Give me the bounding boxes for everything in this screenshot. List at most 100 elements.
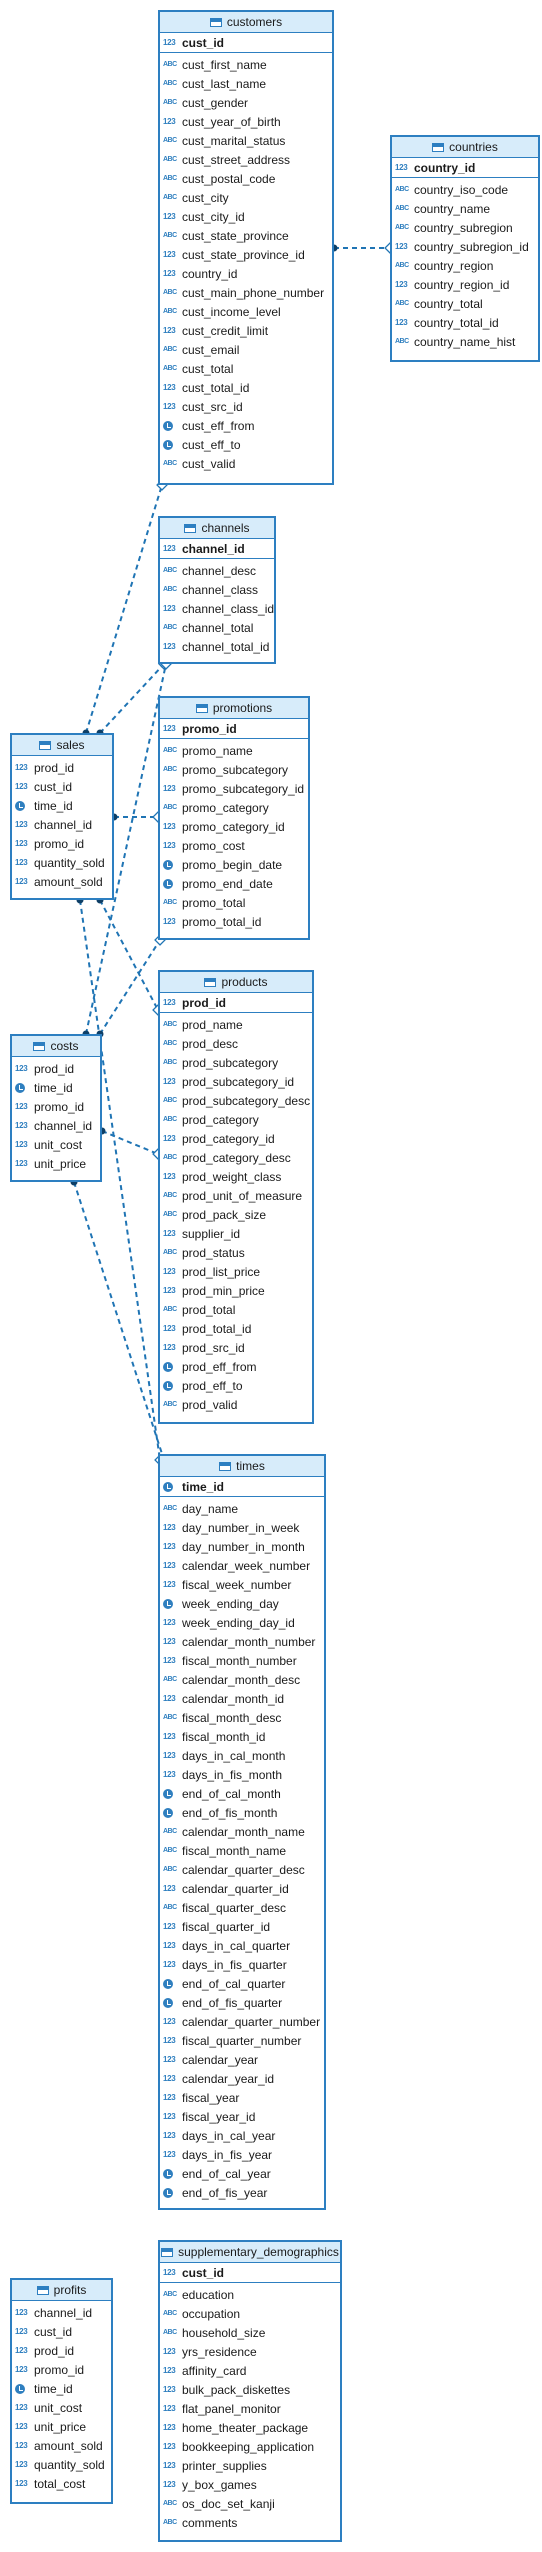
- table-header[interactable]: supplementary_demographics: [160, 2242, 340, 2263]
- column-row[interactable]: time_id: [12, 796, 112, 815]
- table-header[interactable]: profits: [12, 2280, 111, 2301]
- column-row[interactable]: end_of_cal_year: [160, 2164, 324, 2183]
- column-row[interactable]: cust_eff_from: [160, 416, 332, 435]
- column-row[interactable]: prod_eff_to: [160, 1376, 312, 1395]
- column-row[interactable]: promo_end_date: [160, 874, 308, 893]
- column-row[interactable]: end_of_cal_quarter: [160, 1974, 324, 1993]
- primary-key-column[interactable]: time_id: [160, 1477, 324, 1497]
- table-header[interactable]: customers: [160, 12, 332, 33]
- column-row[interactable]: end_of_fis_quarter: [160, 1993, 324, 2012]
- column-row[interactable]: prod_eff_from: [160, 1357, 312, 1376]
- column-row[interactable]: end_of_fis_month: [160, 1803, 324, 1822]
- column-row[interactable]: time_id: [12, 2379, 111, 2398]
- column-row[interactable]: cust_eff_to: [160, 435, 332, 454]
- column-row[interactable]: promo_begin_date: [160, 855, 308, 874]
- table-header[interactable]: sales: [12, 735, 112, 756]
- table-header[interactable]: times: [160, 1456, 324, 1477]
